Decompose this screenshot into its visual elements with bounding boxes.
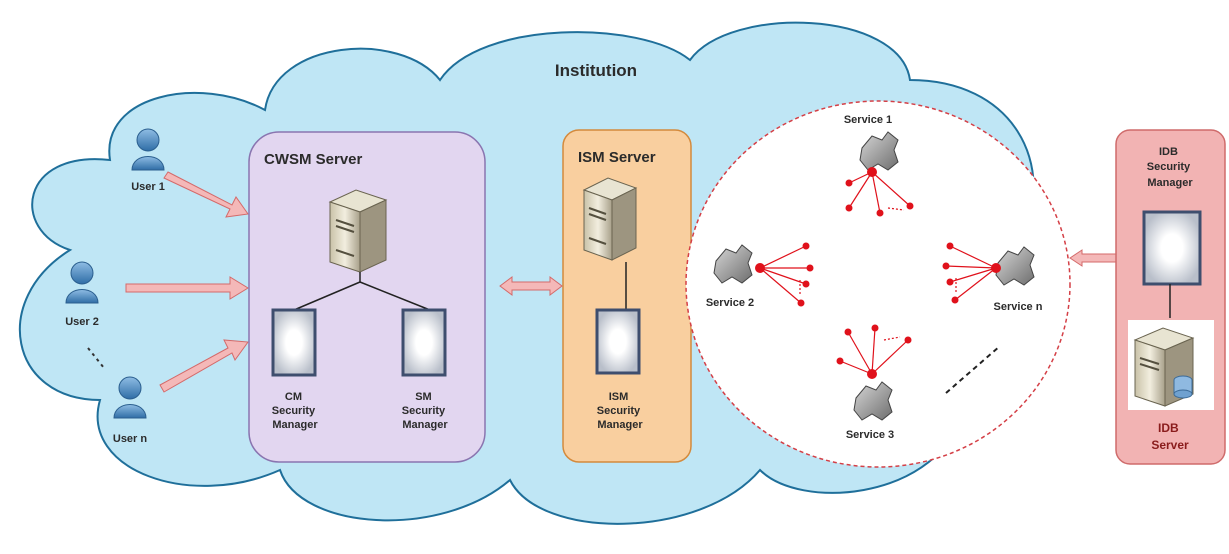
service-label: Service 1 (844, 114, 892, 126)
service-label: Service 3 (846, 429, 894, 441)
service-links (845, 167, 914, 217)
service-2: Service 2 (706, 242, 814, 309)
user-icon (65, 261, 99, 304)
users-ellipsis (87, 347, 105, 369)
diagram-title: Institution (555, 61, 637, 80)
service-links (836, 324, 912, 379)
idb-security-manager-box (1142, 210, 1202, 286)
ism-server: ISM Server ISM Security Manager (562, 129, 692, 463)
server-icon (582, 177, 638, 261)
server-icon (328, 189, 388, 273)
service-n: Service n (942, 242, 1043, 313)
idb-security-manager-title: IDB Security Manager (1147, 146, 1194, 189)
user-n: User n (113, 376, 148, 445)
user-1: User 1 (131, 128, 165, 193)
service-gear-icon (859, 131, 899, 171)
idb-server-label: IDB Server (1151, 421, 1189, 452)
service-links (942, 242, 1001, 304)
service-gear-icon (713, 244, 753, 284)
sm-security-manager-box (401, 308, 447, 377)
service-links (755, 242, 814, 307)
services-area: Service 1 Service 2 (685, 100, 1071, 468)
user-label: User n (113, 433, 148, 445)
ism-security-manager-box (595, 308, 641, 375)
cwsm-server: CWSM Server CM Security Manager SM Secur… (248, 131, 486, 463)
service-gear-icon (995, 246, 1035, 286)
cm-security-manager-box (271, 308, 317, 377)
database-server-icon (1133, 327, 1195, 407)
service-1: Service 1 (844, 114, 914, 217)
cwsm-ism-bidirectional-arrow (499, 276, 563, 296)
user-icon (131, 128, 165, 171)
user-label: User 2 (65, 316, 99, 328)
ism-security-manager-label: ISM Security Manager (597, 391, 644, 431)
user-arrows (125, 171, 249, 393)
services-ellipsis (945, 345, 1001, 394)
service-label: Service n (994, 301, 1043, 313)
cwsm-tree-lines (293, 272, 431, 311)
service-label: Service 2 (706, 297, 754, 309)
service-3: Service 3 (836, 324, 912, 441)
user-2: User 2 (65, 261, 99, 328)
user-label: User 1 (131, 181, 165, 193)
ism-server-title: ISM Server (578, 149, 656, 166)
cm-security-manager-label: CM Security Manager (272, 391, 319, 431)
cwsm-server-title: CWSM Server (264, 151, 363, 168)
sm-security-manager-label: SM Security Manager (402, 391, 449, 431)
service-gear-icon (853, 381, 893, 421)
user-icon (113, 376, 147, 419)
idb-server: IDB Security Manager IDB Server (1115, 129, 1226, 465)
